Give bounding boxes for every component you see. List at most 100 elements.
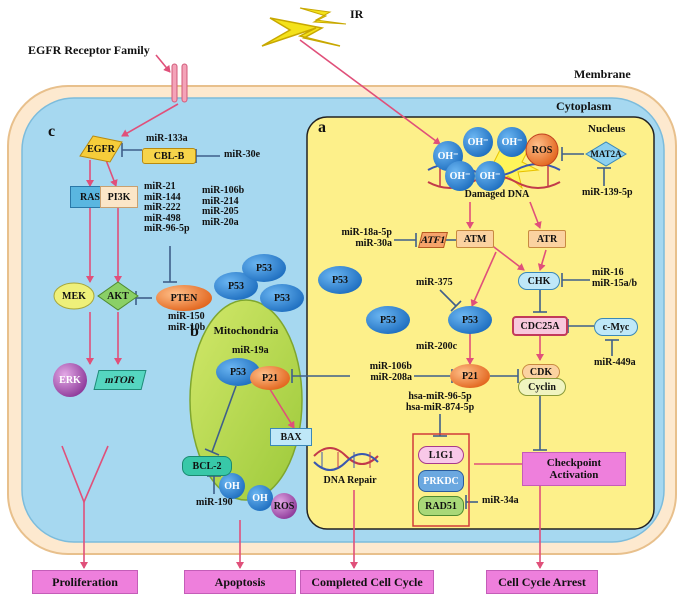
atf1-mirna-list: miR-18a-5p miR-30a [341, 227, 392, 249]
mir375-label: miR-375 [416, 277, 453, 288]
mir34a-label: miR-34a [482, 495, 519, 506]
mitochondria-label: Mitochondria [213, 325, 279, 337]
p53-cyto-2-label: P53 [255, 262, 273, 274]
panel-c-label: c [48, 123, 56, 140]
bax-node: BAX [270, 428, 312, 446]
mir139-label: miR-139-5p [582, 187, 633, 198]
repair-genes-box [412, 433, 470, 527]
cdc25a-node: CDC25A [512, 316, 568, 336]
oh-circle-nuc-3 [497, 127, 527, 157]
mek-node: MEK [62, 290, 86, 302]
oh-mito-2-label: OH [252, 492, 268, 504]
checkpoint-node: Checkpoint Activation [522, 452, 626, 486]
arrow-dna-atr [529, 201, 542, 229]
mek-node-shape [53, 282, 95, 310]
ir-lightning-icon [261, 17, 341, 47]
p21-nuc-label: P21 [461, 370, 479, 382]
mir19a-label: miR-19a [232, 345, 269, 356]
inhibit-p53-bcl2 [211, 385, 237, 453]
mir200c-label: miR-200c [416, 341, 458, 352]
membrane-label: Membrane [574, 67, 631, 81]
p53-nuc-main-label: P53 [461, 314, 479, 326]
outcome-cell-cycle-arrest: Cell Cycle Arrest [486, 570, 598, 594]
arrow-receptor-egfr [121, 103, 179, 137]
ros-circle-mito [271, 493, 297, 519]
egfr-node-shape [79, 135, 123, 163]
atm-node: ATM [456, 230, 494, 248]
nucleus-label: Nucleus [588, 123, 626, 135]
cytoplasm-label: Cytoplasm [556, 99, 612, 113]
bcl2-node: BCL-2 [182, 456, 232, 476]
arrow-atm-p53 [470, 251, 497, 307]
pi3k-mirna-list: miR-21 miR-144 miR-222 miR-498 miR-96-5p [144, 181, 190, 234]
p53-nuc-2 [366, 306, 410, 334]
merge-lines [61, 445, 109, 505]
p53-cyto-3-label: P53 [273, 292, 291, 304]
mir190-label: miR-190 [196, 497, 233, 508]
pi3k-node: PI3K [100, 186, 138, 208]
mir449a-label: miR-449a [594, 357, 636, 368]
oh-nuc-5-label: OH⁻ [479, 170, 501, 182]
akt-node: AKT [107, 290, 129, 302]
mitochondria-organelle [189, 299, 303, 501]
pten-node-shape [156, 285, 212, 311]
erk-node-shape [53, 363, 87, 397]
akt-mirna-list: miR-150 miR-10b [168, 311, 206, 333]
chk-mirna-list: miR-16 miR-15a/b [592, 267, 637, 289]
egfr-node: EGFR [87, 143, 115, 155]
arrow-atr-chk [537, 249, 547, 271]
p21-mito [250, 366, 290, 390]
akt-node-shape [97, 281, 139, 311]
p53-cyto-1-label: P53 [227, 280, 245, 292]
p53-nuc-main [448, 306, 492, 334]
pten-mirna-list: miR-106b miR-214 miR-205 miR-20a [202, 185, 245, 228]
arrow-egfr-family [155, 54, 171, 73]
p53-cyto-1 [214, 272, 258, 300]
p53-cyto-2 [242, 254, 286, 282]
mat2a-node: MAT2A [590, 149, 622, 159]
ros-circle-nuc [525, 133, 559, 167]
p53-nuc-1-label: P53 [331, 274, 349, 286]
oh-circle-mito-1 [219, 473, 245, 499]
p53-mito-label: P53 [229, 366, 247, 378]
oh-nuc-3-label: OH⁻ [501, 136, 523, 148]
p53-nuc-1 [318, 266, 362, 294]
atr-node: ATR [528, 230, 566, 248]
cblb-node: CBL-B [142, 148, 196, 164]
arrow-p21-bax [267, 385, 295, 429]
mir30e-label: miR-30e [224, 149, 261, 160]
p21-mito-label: P21 [261, 372, 279, 384]
p21-mirna-list: miR-106b miR-208a [369, 361, 412, 383]
p21-nuc [450, 364, 490, 388]
hsa-mirna-list: hsa-miR-96-5p hsa-miR-874-5p [405, 391, 475, 413]
oh-nuc-1-label: OH⁻ [437, 150, 459, 162]
egfr-family-label: EGFR Receptor Family [28, 43, 150, 57]
chk-node: CHK [518, 272, 560, 290]
ir-label: IR [350, 7, 364, 21]
arrow-egfr-pi3k [105, 159, 118, 187]
panel-a-label: a [318, 119, 326, 136]
dna-helix-icon [313, 447, 379, 471]
dna-repair-label: DNA Repair [323, 475, 377, 486]
panel-b-label: b [190, 323, 199, 340]
ir-lightning-icon-2 [299, 7, 347, 25]
inhibit-mir375-p53 [439, 289, 457, 307]
mir133a-label: miR-133a [146, 133, 188, 144]
l1g1-node: L1G1 [418, 446, 464, 464]
prkdc-node: PRKDC [418, 470, 464, 492]
p53-mito [216, 358, 260, 386]
oh-mito-1-label: OH [224, 480, 240, 492]
oh-circle-nuc-4 [445, 161, 475, 191]
egfr-receptor-shape [171, 63, 188, 103]
rad51-node: RAD51 [418, 496, 464, 516]
ros-mito-label: ROS [273, 500, 295, 512]
ros-nuc-label: ROS [531, 144, 553, 156]
arrow-ir-to-nucleus [299, 39, 441, 145]
oh-nuc-4-label: OH⁻ [449, 170, 471, 182]
pten-node: PTEN [170, 292, 198, 304]
outcome-apoptosis: Apoptosis [184, 570, 296, 594]
mat2a-node-shape [585, 141, 627, 167]
p53-nuc-2-label: P53 [379, 314, 397, 326]
cyclin-node: Cyclin [518, 378, 566, 396]
